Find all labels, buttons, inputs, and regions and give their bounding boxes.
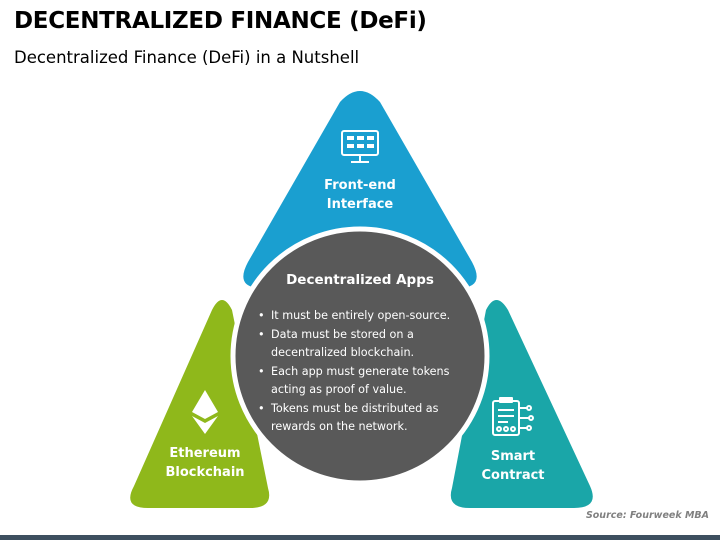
front-end-interface-label: Front-end Interface [324,178,396,212]
source-note: Source: Fourweek MBA [585,510,709,521]
contract-icon [492,397,534,436]
front-end-interface-shape [243,91,477,288]
ethereum-blockchain-label: Ethereum Blockchain [165,446,245,480]
list-item: Data must be stored on a decentralized b… [256,326,468,363]
list-item: Each app must generate tokens acting as … [256,363,468,400]
decentralized-apps-title: Decentralized Apps [286,272,434,288]
decentralized-apps-requirements: It must be entirely open-source. Data mu… [256,307,468,437]
list-item: Tokens must be distributed as rewards on… [256,400,468,437]
page-subtitle: Decentralized Finance (DeFi) in a Nutshe… [14,48,360,67]
list-item: It must be entirely open-source. [256,307,468,326]
ethereum-icon [192,390,218,434]
monitor-icon [341,130,379,163]
page-title: DECENTRALIZED FINANCE (DeFi) [14,8,427,34]
bottom-bar [0,535,720,540]
smart-contract-label: Smart Contract [481,449,545,483]
